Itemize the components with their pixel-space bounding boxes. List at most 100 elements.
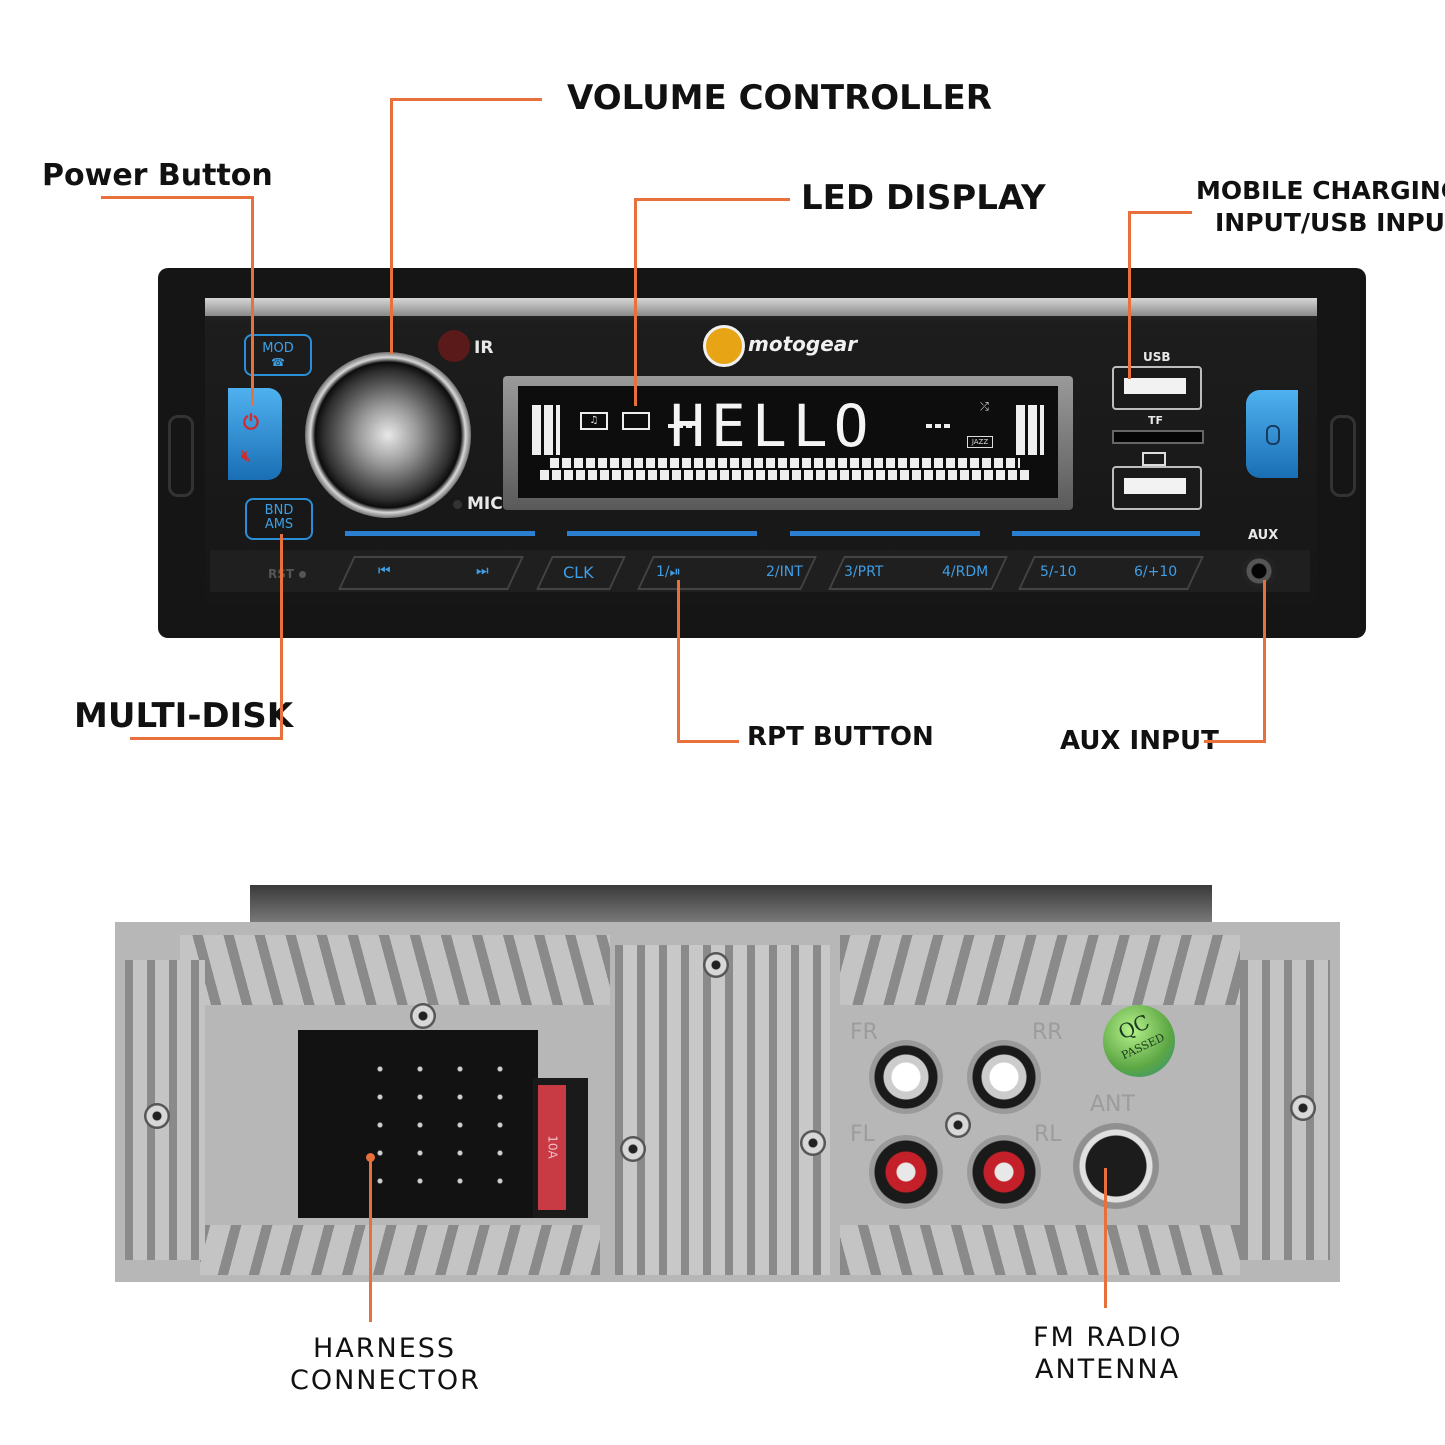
aux-line-v [1263,580,1266,743]
power-mute-button[interactable] [228,388,282,480]
fl-label: FL [850,1122,875,1147]
qc-passed-sticker [1103,1005,1175,1077]
volume-line-h [390,98,542,101]
connector-pins [360,1055,520,1195]
phone-icon: ☎ [271,356,285,369]
antenna-socket[interactable] [1073,1123,1159,1209]
fm-label-1: FM RADIO [1033,1322,1183,1353]
key-5-label: 5/-10 [1040,564,1077,580]
led-line-h [634,198,790,201]
fins-bottom-right [840,1225,1240,1275]
bnd-label: BND [264,503,294,518]
mobile-charging-label-1: MOBILE CHARGING [1196,176,1445,205]
next-icon: ⏭ [476,563,489,579]
key-3-label: 3/PRT [844,564,884,580]
screw-icon [410,1003,436,1029]
mod-button[interactable]: MOD ☎ [244,334,312,376]
screw-icon [703,952,729,978]
mod-label: MOD [262,341,294,356]
voice-button[interactable] [1246,390,1298,478]
usb-port-top-slot [1124,378,1186,394]
center-x-heatsink [615,945,830,1275]
fr-label: FR [850,1020,878,1045]
prev-next-key[interactable] [338,556,524,590]
mic-hole [453,500,462,509]
rpt-line-h [677,740,739,743]
brand-logo-icon [703,325,745,367]
usb-port-bottom[interactable] [1112,466,1202,510]
shuffle-icon: ⤮ [980,400,989,413]
aux-label: AUX [1248,528,1279,543]
folder-icon [622,412,650,430]
jazz-badge: JAZZ [967,436,993,448]
left-clip [168,415,194,497]
screw-icon [800,1130,826,1156]
volume-knob[interactable] [305,352,471,518]
harness-marker-dot [366,1153,375,1162]
fins-top-right [840,935,1240,1005]
rl-label: RL [1034,1122,1062,1147]
jazz-label: JAZZ [971,438,989,446]
screw-icon [620,1136,646,1162]
usb-port-bottom-slot [1124,478,1186,494]
fm-label-2: ANTENNA [1035,1354,1181,1385]
eq-bottom-bars [550,458,1020,468]
aux-jack[interactable] [1242,554,1276,588]
rca-rear-left[interactable] [967,1135,1041,1209]
battery-charge-icon [1142,452,1166,466]
rca-rear-right[interactable] [967,1040,1041,1114]
aux-input-label: AUX INPUT [1060,726,1219,756]
rpt-line-v [677,580,680,742]
right-clip [1330,415,1356,497]
fins-top-left [180,935,610,1005]
mute-icon: 🔇︎ [241,446,252,465]
aux-line-h [1204,740,1266,743]
chassis-top [250,885,1212,923]
reset-hole[interactable] [299,571,306,578]
screw-icon [1290,1095,1316,1121]
eq-right-tower [1016,405,1044,455]
key-1-label: 1/⏯ [656,564,681,580]
tf-card-slot[interactable] [1112,430,1204,444]
harness-label-2: CONNECTOR [290,1365,481,1396]
faceplate-top-trim [205,298,1317,316]
multi-disk-label: MULTI-DISK [74,696,294,736]
fuse[interactable] [538,1085,566,1210]
bnd-ams-button[interactable]: BND AMS [245,498,313,540]
power-line-v [251,196,254,406]
multidisk-line-h [130,737,282,740]
multidisk-line-v [280,534,283,740]
led-line-v [634,198,637,406]
eq-bottom-bars-2 [540,470,1030,480]
harness-label-1: HARNESS [313,1333,457,1364]
led-display-label: LED DISPLAY [801,178,1046,218]
blue-strip-4 [1012,531,1200,536]
key-6-label: 6/+10 [1134,564,1178,580]
usb-line-h [1128,211,1192,214]
rpt-button-label: RPT BUTTON [747,722,934,752]
rca-front-left[interactable] [869,1135,943,1209]
dash-left-icon [668,424,694,428]
brand-name: motogear [748,332,858,356]
blue-strip-3 [790,531,980,536]
screw-icon [945,1112,971,1138]
fuse-label: 10A [545,1135,560,1159]
mic-label: MIC [467,494,503,514]
ant-label: ANT [1090,1092,1135,1117]
clk-label: CLK [563,563,594,582]
usb-port-top[interactable] [1112,366,1202,410]
volume-controller-label: VOLUME CONTROLLER [567,78,992,118]
antenna-line [1104,1168,1107,1308]
usb-label: USB [1143,350,1171,364]
fins-bottom-left [200,1225,600,1275]
tf-label: TF [1148,414,1164,427]
power-line-h [101,196,253,199]
ams-label: AMS [264,517,294,532]
eq-left-tower [532,405,560,455]
microphone-icon [1266,425,1280,445]
power-icon: ⏻ [243,410,259,434]
mobile-charging-label-2: INPUT/USB INPUT [1215,208,1445,237]
key-2-label: 2/INT [766,564,803,580]
rca-front-right[interactable] [869,1040,943,1114]
harness-line [369,1160,372,1322]
